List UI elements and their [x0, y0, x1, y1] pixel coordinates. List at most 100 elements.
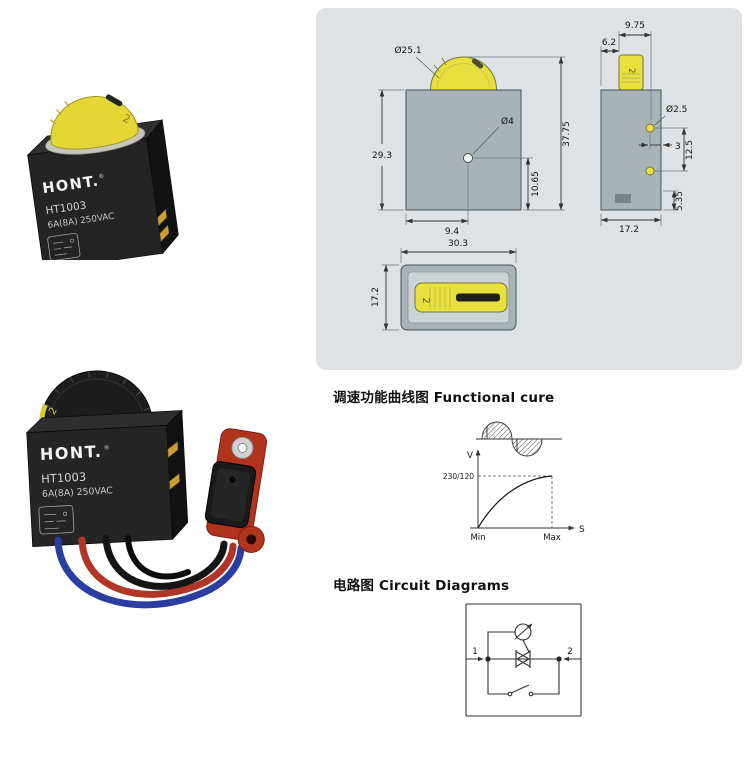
electrical-rating: 6A(8A) 250VAC: [42, 485, 113, 500]
terminal-label-1: 1: [472, 647, 478, 657]
leader-knob-dia: [415, 56, 440, 79]
black-wire: [125, 535, 191, 580]
terminal-pin: [157, 208, 167, 227]
dim-hole-to-bottom: 10.65: [531, 171, 541, 197]
dim-top-width: 30.3: [448, 239, 468, 249]
black-component-face: [210, 468, 250, 522]
component-outline: [465, 603, 582, 717]
dim-knob-dia: Ø25.1: [394, 45, 421, 56]
min-label: Min: [470, 533, 485, 543]
bottom-wire-left: [487, 659, 508, 695]
bottom-wire-right: [533, 659, 560, 695]
voltage-curve-plot: V S 230/120 Min Max: [443, 449, 585, 543]
potentiometer-arrow: [514, 623, 533, 640]
functional-curve-graph: V S 230/120 Min Max: [443, 421, 585, 543]
functional-curve-title: 调速功能曲线图 Functional cure: [333, 390, 555, 406]
triac-triangle: [515, 650, 531, 668]
side-view: 2 9.75 6.2 Ø2.5 3 12.5 5.35 17.2: [600, 21, 695, 235]
dial-mark: 2: [420, 298, 431, 304]
product-photo-2: 2 HONT. ® HT1003 6A(8A) 250VAC: [8, 352, 308, 630]
dim-top-width: 9.75: [625, 21, 645, 31]
knob-dome-inner: [436, 63, 491, 91]
dim-top-depth: 17.2: [371, 287, 381, 307]
red-wire: [78, 536, 237, 598]
brand-logo: HONT.: [42, 173, 101, 197]
dial-slot: [456, 293, 500, 302]
brand-logo: HONT.: [39, 442, 102, 464]
dial-mark: 2: [121, 112, 133, 127]
dial-slot: [105, 94, 123, 107]
ring-eyelet-hole: [237, 443, 248, 453]
side-marking: [615, 194, 631, 203]
wires: [54, 534, 245, 609]
printed-schematic-lines: [53, 241, 72, 256]
circuit-diagram-title: 电路图 Circuit Diagrams: [333, 578, 510, 594]
dim-body-width: 17.2: [619, 225, 639, 235]
knob-slot: [471, 58, 484, 69]
dim-total-height: 37.75: [562, 121, 572, 147]
yellow-dial: [50, 96, 139, 150]
knob-dome: [429, 56, 498, 91]
component-hole: [227, 475, 237, 485]
x-axis-label: S: [579, 525, 585, 535]
circuit-diagram: 1 2: [465, 603, 582, 717]
registered-mark: ®: [98, 173, 105, 181]
body-side: [600, 89, 662, 211]
printed-schematic: [47, 232, 81, 260]
dial-dome-inner-arc: [48, 378, 145, 428]
dial-knurl: [429, 287, 451, 308]
top-view: 2 30.3 17.2: [371, 239, 517, 331]
printed-schematic-dot: [70, 238, 75, 243]
terminal-pin: [169, 473, 180, 490]
dim-knob-offset: 6.2: [602, 38, 616, 48]
connector-assembly: [204, 428, 268, 553]
dial-mark: 2: [47, 406, 60, 417]
registered-mark: ®: [104, 444, 110, 451]
leader-hole-dia: [472, 126, 500, 155]
product-photo-1: 2 HONT. ® HT1003 6A(8A) 250VAC: [8, 45, 208, 260]
blue-wire: [54, 536, 245, 609]
switch-module-1: 2 HONT. ® HT1003 6A(8A) 250VAC: [26, 94, 179, 260]
knob-mark: 2: [626, 68, 636, 73]
terminal-pin: [167, 441, 179, 458]
dim-pin-dia: Ø2.5: [666, 104, 687, 115]
mount-hole: [463, 153, 473, 163]
pin-top: [645, 123, 655, 133]
dimension-drawing-panel: Ø25.1 29.3 37.75 Ø4 10.65 9.4 2 9.75: [316, 8, 742, 370]
dim-pin-edge: 3: [675, 142, 681, 152]
printed-schematic-frame: [47, 232, 81, 260]
functional-curve-section: 调速功能曲线图 Functional cure V S 230/120: [316, 378, 742, 558]
dim-hole-dia: Ø4: [501, 116, 514, 127]
knob-ridges: [622, 73, 640, 83]
product-photo-2-svg: 2 HONT. ® HT1003 6A(8A) 250VAC: [25, 370, 268, 609]
leader-pin-dia: [654, 115, 666, 126]
dim-hole-offset-x: 9.4: [445, 227, 460, 237]
knob-ticks: [433, 57, 447, 72]
model-number: HT1003: [45, 199, 87, 217]
terminal-label-2: 2: [567, 647, 573, 657]
triac-symbol: [515, 650, 531, 668]
dial-ridges: [49, 101, 70, 125]
front-view: Ø25.1 29.3 37.75 Ø4 10.65 9.4: [372, 45, 572, 237]
product-photo-1-svg: 2 HONT. ® HT1003 6A(8A) 250VAC: [26, 94, 179, 260]
dimension-drawings: Ø25.1 29.3 37.75 Ø4 10.65 9.4 2 9.75: [371, 21, 695, 331]
black-wire: [102, 534, 228, 590]
pin-bottom: [645, 166, 655, 176]
circuit-diagram-section: 电路图 Circuit Diagrams 1 2: [316, 566, 742, 731]
terminal-pin: [159, 224, 170, 242]
printed-schematic-lines: [44, 513, 66, 530]
gate-wire: [522, 639, 530, 653]
dial-ridges: [44, 371, 150, 411]
dim-pin-spacing: 12.5: [685, 140, 695, 160]
y-axis-label: V: [467, 451, 474, 461]
switch-contact: [507, 691, 513, 697]
printed-schematic-frame: [38, 505, 75, 535]
body-front: [405, 89, 522, 211]
printed-schematic: [38, 505, 75, 535]
voltage-curve: [477, 475, 553, 529]
printed-schematic-dot: [63, 511, 68, 516]
switch-module-2: 2 HONT. ® HT1003 6A(8A) 250VAC: [25, 370, 189, 547]
switch-blade: [510, 684, 530, 694]
wire-to-pot: [487, 631, 515, 659]
phase-cut-waveform: [476, 421, 562, 457]
